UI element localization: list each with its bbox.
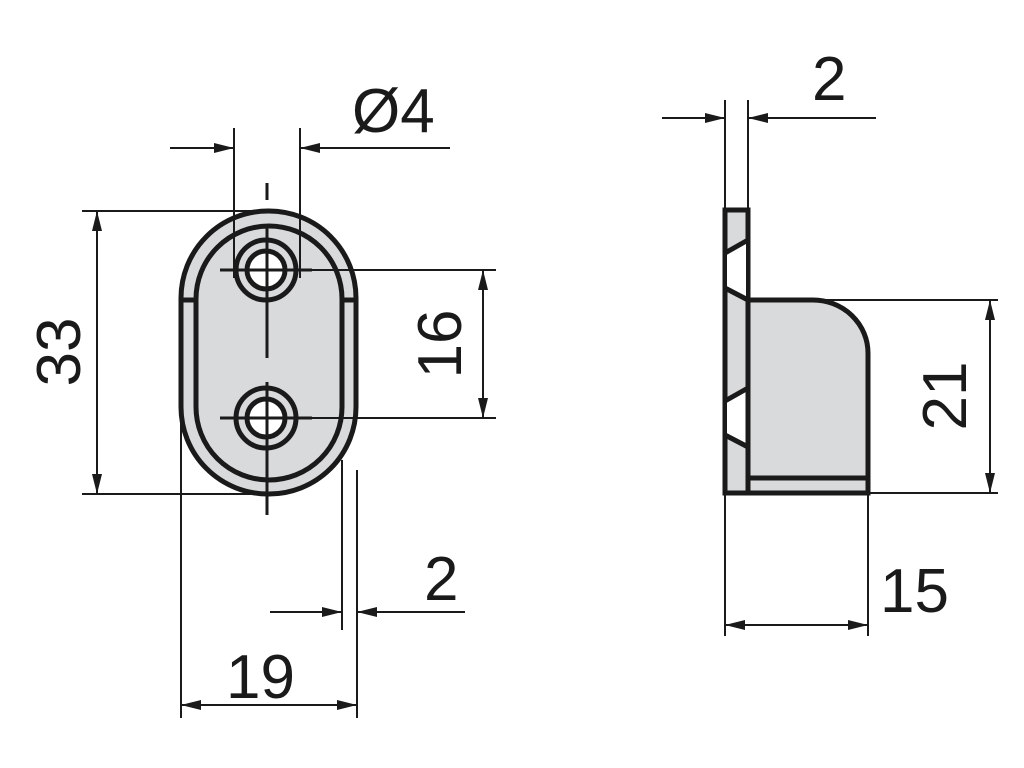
bracket-body: [745, 297, 871, 496]
label-plate-thickness: 2: [812, 45, 846, 114]
dimension-body-height: 21: [813, 299, 998, 494]
dimension-height: 33: [25, 210, 265, 495]
label-wall: 2: [424, 545, 458, 614]
label-body-height: 21: [911, 362, 980, 431]
label-hole-spacing: 16: [406, 310, 475, 379]
center-lines: [220, 183, 312, 515]
dimension-width: 19: [180, 300, 357, 718]
label-depth: 15: [880, 557, 949, 626]
label-width: 19: [226, 643, 295, 712]
section-hatch-lines: [723, 237, 750, 450]
front-view: Ø4 33 16 2: [25, 77, 496, 718]
label-hole-diameter: Ø4: [352, 77, 435, 146]
label-height: 33: [25, 318, 94, 387]
dimension-plate-thickness: 2: [662, 45, 876, 210]
dimension-wall: 2: [270, 460, 465, 718]
dimension-hole-spacing: 16: [300, 269, 496, 419]
section-gap: [727, 241, 746, 298]
dimension-hole-diameter: Ø4: [170, 77, 450, 278]
side-view: 2 21 15: [662, 45, 998, 636]
section-gap: [727, 389, 746, 446]
dimension-depth: 15: [724, 493, 949, 636]
